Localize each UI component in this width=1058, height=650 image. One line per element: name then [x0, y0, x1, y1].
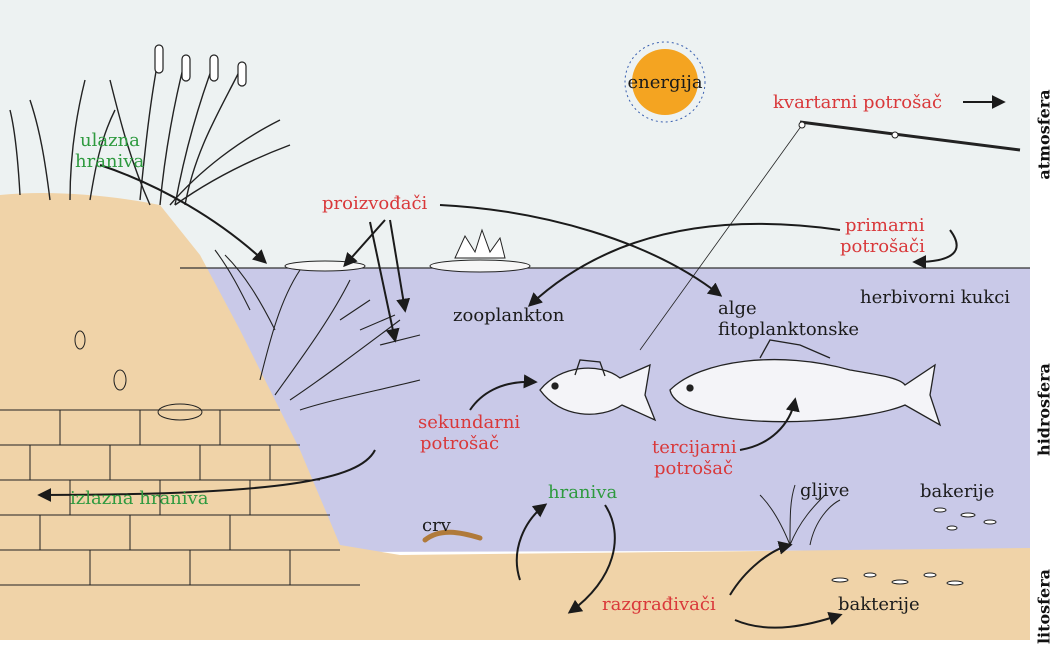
label-kvartarni: kvartarni potrošač — [773, 92, 942, 113]
label-ulazna-1: ulazna — [80, 130, 140, 151]
side-label-litosfera: litosfera — [1035, 537, 1054, 650]
label-ulazna-2: hraniva — [75, 151, 144, 172]
label-tercijarni-2: potrošač — [654, 458, 733, 479]
label-proizvodjaci: proizvođači — [322, 193, 427, 214]
label-herbivorni: herbivorni kukci — [860, 287, 1010, 308]
label-tercijarni-1: tercijarni — [652, 437, 737, 458]
label-sekundarni-1: sekundarni — [418, 412, 520, 433]
label-primarni-1: primarni — [845, 215, 925, 236]
label-hraniva: hraniva — [548, 482, 617, 503]
label-izlazna: izlazna hraniva — [70, 488, 208, 509]
label-bakterije: bakterije — [838, 594, 920, 615]
label-primarni-2: potrošači — [840, 236, 925, 257]
label-sekundarni-2: potrošač — [420, 433, 499, 454]
label-crv: crv — [422, 515, 451, 536]
label-alge-2: fitoplanktonske — [718, 319, 859, 340]
side-label-atmosfera: atmosfera — [1035, 65, 1054, 205]
label-gljive: gljive — [800, 480, 849, 501]
sun-label: energija — [615, 72, 715, 93]
label-zooplankton: zooplankton — [453, 305, 564, 326]
label-alge-1: alge — [718, 298, 757, 319]
label-bakerije: bakerije — [920, 481, 994, 502]
label-razgradjivaci: razgrađivači — [602, 594, 716, 615]
floating-plant — [285, 261, 365, 271]
lily-pad — [430, 260, 530, 272]
side-label-hidrosfera: hidrosfera — [1035, 340, 1054, 480]
